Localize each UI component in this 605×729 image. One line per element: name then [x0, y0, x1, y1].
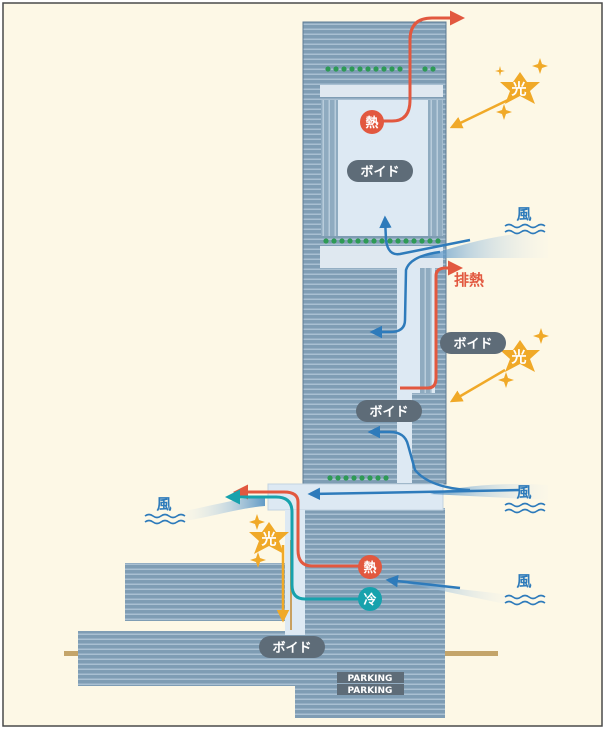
void-pill-top [347, 160, 413, 182]
heat-flow-bottom [233, 484, 370, 568]
wind-stream-left [180, 496, 265, 522]
top-void-left-screen [321, 100, 338, 236]
wind-label-lower-right: 風 [516, 572, 531, 590]
wind-flow-middle-up [367, 425, 471, 492]
void-pill-middle-right [440, 332, 506, 354]
podium-upper-block [125, 563, 290, 621]
heat-badge-top [360, 110, 384, 134]
void-label-top: ボイド [360, 164, 399, 180]
wind-waves-icon [144, 513, 186, 525]
base-vertical-void [285, 510, 305, 635]
wind-flow-middle-left [307, 487, 521, 501]
parking-label-2-bg [337, 684, 404, 695]
roof-slab [320, 85, 443, 97]
top-void-right-screen [428, 100, 443, 236]
lower-horizontal-void [267, 483, 444, 511]
wind-waves-icon [504, 594, 546, 606]
parking-label-1-bg [337, 672, 404, 683]
wind-label-middle-right: 風 [516, 483, 531, 501]
cool-badge [358, 587, 382, 611]
exhaust-heat-flow [400, 260, 463, 390]
light-label-top-right: 光 [510, 80, 526, 98]
light-burst-icon [498, 328, 549, 388]
cool-flow [225, 489, 370, 601]
exhaust-heat-label: 排熱 [454, 271, 484, 289]
void-label-middle: ボイド [369, 404, 408, 420]
light-label-left: 光 [260, 530, 276, 548]
heat-flow-top [372, 10, 465, 123]
void-pill-bottom [259, 636, 325, 658]
void-label-middle-right: ボイド [453, 336, 492, 352]
light-ray-middle [449, 368, 506, 403]
wind-label-left: 風 [156, 495, 171, 513]
heat-badge-bottom [358, 555, 382, 579]
heat-badge-bottom-label: 熱 [363, 560, 376, 576]
light-ray-top [449, 98, 509, 129]
light-burst-icon [249, 514, 289, 568]
tree-dots-icon [325, 66, 436, 72]
wind-flow-upper-down [369, 250, 441, 339]
light-burst-icon [495, 58, 548, 120]
wind-waves-icon [504, 223, 546, 235]
light-label-middle-right: 光 [510, 348, 526, 366]
wind-stream-lower [390, 580, 510, 605]
wind-flow-lower [385, 574, 461, 590]
heat-badge-top-label: 熱 [365, 115, 378, 131]
wind-waves-icon [504, 502, 546, 514]
podium-lower-block [78, 631, 298, 686]
void-label-bottom: ボイド [272, 640, 311, 656]
tree-dots-icon [327, 475, 389, 481]
tree-dots-icon [323, 238, 441, 244]
wind-label-upper-right: 風 [516, 205, 531, 223]
wind-flow-upper-up [379, 215, 471, 256]
middle-void-screen [420, 268, 432, 393]
parking-label-1: PARKING [348, 674, 393, 684]
wind-stream-upper [420, 232, 548, 258]
parking-label-2: PARKING [348, 686, 393, 696]
cool-badge-label: 冷 [363, 592, 376, 608]
void-pill-middle [356, 400, 422, 422]
